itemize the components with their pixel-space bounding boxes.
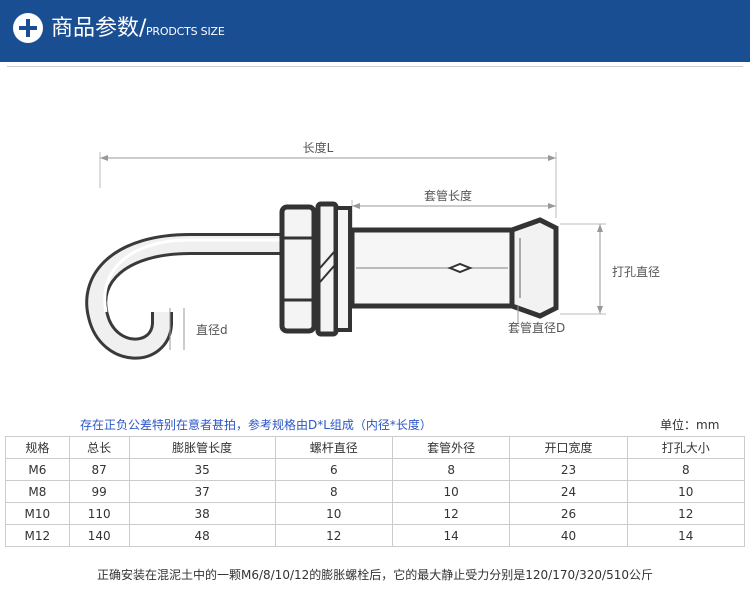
table-row: M12 140 48 12 14 40 14 (5, 524, 746, 547)
table-cell: M10 (5, 502, 70, 525)
col-header: 总长 (68, 436, 130, 459)
table-cell: 14 (391, 524, 511, 547)
table-cell: 14 (626, 524, 746, 547)
spec-table: 规格 总长 膨胀管长度 螺杆直径 套管外径 开口宽度 打孔大小 M6 87 35… (5, 436, 746, 547)
table-cell: 37 (128, 480, 276, 503)
table-row: M10 110 38 10 12 26 12 (5, 502, 746, 525)
col-header: 规格 (5, 436, 70, 459)
table-cell: 10 (626, 480, 746, 503)
col-header: 开口宽度 (509, 436, 628, 459)
table-cell: 10 (391, 480, 511, 503)
spec-note: 存在正负公差特别在意者甚拍，参考规格由D*L组成（内径*长度） 单位：mm (0, 412, 750, 434)
table-cell: 10 (274, 502, 393, 525)
divider (7, 66, 743, 67)
table-cell: 8 (626, 458, 746, 481)
col-header: 打孔大小 (626, 436, 746, 459)
table-row: M8 99 37 8 10 24 10 (5, 480, 746, 503)
table-cell: 48 (128, 524, 276, 547)
table-header-row: 规格 总长 膨胀管长度 螺杆直径 套管外径 开口宽度 打孔大小 (5, 436, 746, 459)
sleeve-diameter-label: 套管直径D (508, 320, 565, 335)
table-cell: 24 (509, 480, 628, 503)
table-cell: 40 (509, 524, 628, 547)
length-label: 长度L (303, 140, 334, 155)
table-cell: 12 (626, 502, 746, 525)
table-cell: 110 (68, 502, 130, 525)
unit-label: 单位：mm (660, 418, 720, 432)
table-cell: 35 (128, 458, 276, 481)
col-header: 螺杆直径 (274, 436, 393, 459)
diameter-label: 直径d (196, 323, 228, 337)
hook-bolt-diagram: 长度L 套管长度 直径d 打孔直径 套管直径D (85, 140, 660, 360)
table-cell: 38 (128, 502, 276, 525)
col-header: 套管外径 (391, 436, 511, 459)
table-cell: 26 (509, 502, 628, 525)
plus-circle-icon (13, 13, 43, 43)
table-cell: M12 (5, 524, 70, 547)
table-cell: 12 (391, 502, 511, 525)
table-cell: 140 (68, 524, 130, 547)
section-title: 商品参数/ (51, 16, 147, 41)
table-cell: 87 (68, 458, 130, 481)
table-cell: 8 (391, 458, 511, 481)
table-cell: M6 (5, 458, 70, 481)
table-cell: 23 (509, 458, 628, 481)
table-cell: 8 (274, 480, 393, 503)
section-header: 商品参数/ PRODCTS SIZE (0, 0, 750, 62)
table-cell: 6 (274, 458, 393, 481)
table-cell: 12 (274, 524, 393, 547)
sleeve-length-label: 套管长度 (424, 188, 472, 203)
tolerance-note: 存在正负公差特别在意者甚拍，参考规格由D*L组成（内径*长度） (80, 418, 432, 432)
load-capacity-note: 正确安装在混泥土中的一颗M6/8/10/12的膨胀螺栓后，它的最大静止受力分别是… (96, 568, 654, 582)
table-cell: M8 (5, 480, 70, 503)
col-header: 膨胀管长度 (128, 436, 276, 459)
drill-size-label: 打孔直径 (612, 265, 660, 279)
section-subtitle: PRODCTS SIZE (146, 25, 225, 38)
table-cell: 99 (68, 480, 130, 503)
table-row: M6 87 35 6 8 23 8 (5, 458, 746, 481)
